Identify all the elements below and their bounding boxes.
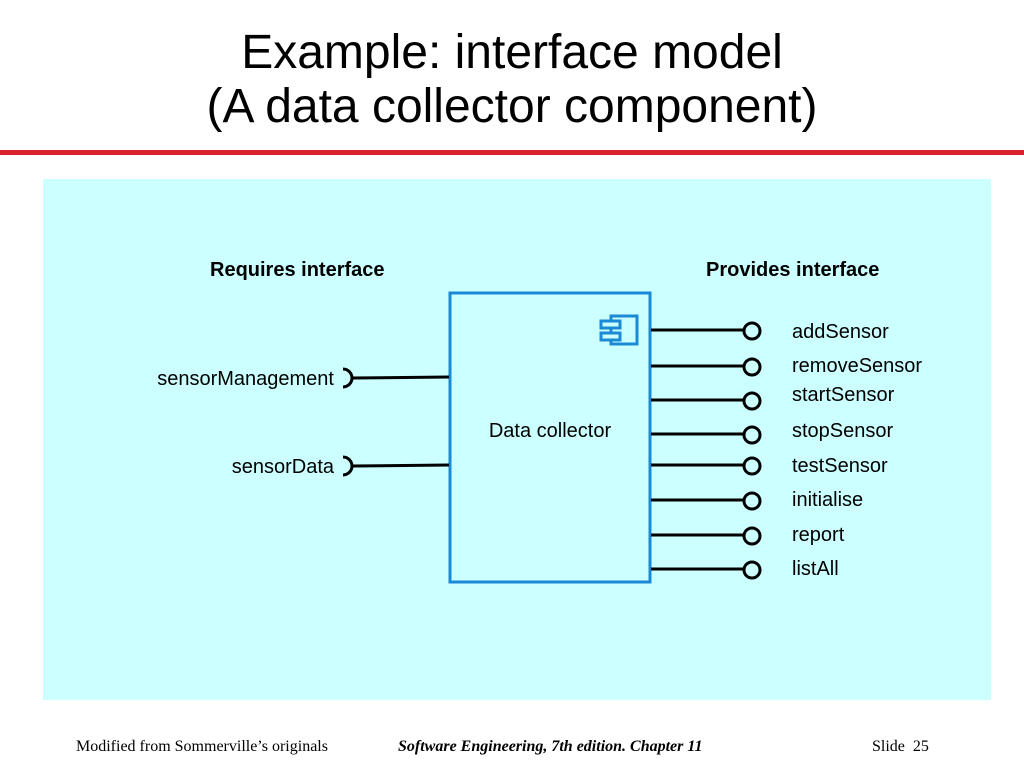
footer-slide-number: Slide 25 [872,738,929,756]
provided-interface-label: stopSensor [792,420,894,442]
lollipop-icon [742,391,762,411]
provided-interfaces: addSensor removeSensor startSensor stopSens… [651,321,922,580]
component-icon [599,314,639,346]
title-line-2: (A data collector component) [206,80,818,133]
provided-interface-label: testSensor [792,455,888,477]
requires-interface-header: Requires interface [210,259,385,281]
required-interface-label: sensorData [232,456,335,478]
lollipop-icon [742,526,762,546]
slide-number: 25 [912,738,929,755]
title-divider [0,150,1024,155]
slide-label: Slide [872,738,905,755]
lollipop-icon [742,357,762,377]
provided-interface-label: listAll [792,558,839,580]
lollipop-icon [742,456,762,476]
provided-interface: testSensor [651,455,888,477]
lollipop-icon [742,560,762,580]
provided-interface: removeSensor [651,355,922,377]
provided-interface: addSensor [651,321,889,343]
footer-book-title: Software Engineering, 7th edition. Chapt… [398,738,703,755]
provided-interface: report [651,524,845,546]
lollipop-icon [742,491,762,511]
provided-interface-label: startSensor [792,384,895,406]
provided-interface-label: report [792,524,845,546]
provided-interface-label: addSensor [792,321,889,343]
provided-interface: listAll [651,558,839,580]
title-line-1: Example: interface model [241,26,783,79]
provided-interface-label: initialise [792,489,863,511]
socket-icon [342,455,354,477]
required-interfaces: sensorManagement sensorData [157,367,450,478]
required-interface-label: sensorManagement [157,368,334,390]
socket-icon [342,367,354,389]
provided-interface-label: removeSensor [792,355,922,377]
lollipop-icon [742,425,762,445]
provided-interface: stopSensor [651,420,894,445]
provided-interface: startSensor [651,384,895,411]
required-interface-line [351,463,450,468]
lollipop-icon [742,321,762,341]
required-interface: sensorManagement [157,367,450,390]
slide-title: Example: interface model (A data collect… [0,26,1024,134]
required-interface-line [351,375,450,380]
provides-interface-header: Provides interface [706,259,879,281]
required-interface: sensorData [232,455,450,478]
footer-attribution: Modified from Sommerville’s originals [76,738,328,755]
component-label: Data collector [489,420,612,442]
provided-interface: initialise [651,489,863,511]
